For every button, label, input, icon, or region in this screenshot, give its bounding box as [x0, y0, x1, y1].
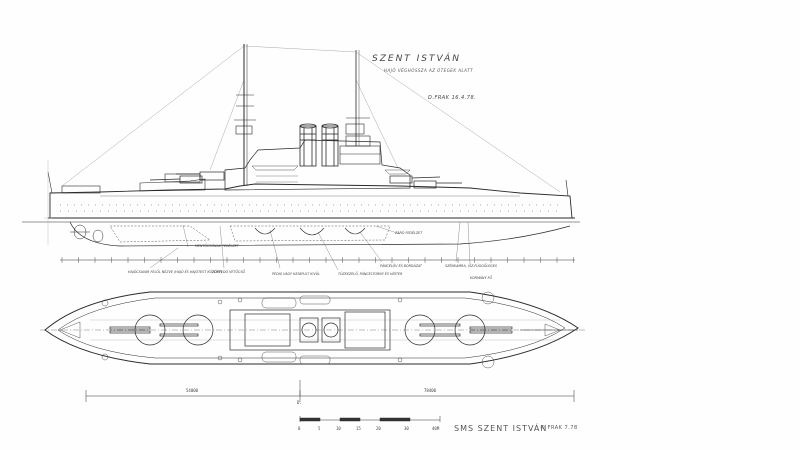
scale-tick-6: 40M [432, 426, 440, 431]
note-leaders [149, 221, 471, 271]
drawing-caption: SMS SZENT ISTVÁN [454, 424, 548, 433]
side-note-6: TÜZKEZELŐ, PÁNCÉLTORNY ÉS HÍDTER [338, 272, 403, 276]
side-note-2: ZÁRÓ FEDÉLZET [395, 231, 423, 235]
scale-tick-4: 20 [376, 426, 381, 431]
dimension-mid: D. [297, 400, 302, 405]
side-elevation [22, 44, 580, 247]
scale-tick-0: 0 [298, 426, 301, 431]
dimension-left: 54000 [186, 388, 199, 393]
side-note-5: PEDIG VAGY KATAPULT KIVÜL [272, 272, 320, 276]
scale-tick-1: 5 [318, 426, 321, 431]
scale-tick-3: 15 [356, 426, 361, 431]
drawing-title: SZENT ISTVÁN [372, 54, 461, 64]
side-note-4: TORPEDÓ VETŐCSŐ [212, 270, 246, 274]
side-note-7: PÁNCÉLÖV ÉS BORDÁZAT [380, 264, 423, 268]
dimension-right: 78400 [424, 388, 437, 393]
overall-dimension [85, 380, 575, 402]
scale-bar [299, 416, 441, 422]
drawing-copyright: © FRAK 7.78 [540, 425, 578, 431]
drawing-subtitle: HAJÓ VÉGHOSSZA AZ ÜTEGEK ALATT [384, 68, 474, 73]
drawing-signature: D.FRAK 16.4.78. [428, 95, 477, 101]
side-note-9: KORMÁNY FŐ [470, 276, 493, 280]
frame-ticks [61, 257, 574, 263]
scale-tick-2: 10 [336, 426, 341, 431]
side-note-8: SZÉNKAMRA, VÍZ-FÜGGŐLEGES [445, 264, 498, 268]
side-note-3: HAJÓCSAVAR FELŐL NÉZVE (HAJÓ ÉS HAJÓTEST… [128, 270, 223, 274]
scale-tick-5: 30 [404, 426, 409, 431]
plan-view [40, 291, 585, 369]
side-note-1: MENTŐCSÓNAK FEDÉLZET [195, 244, 239, 248]
